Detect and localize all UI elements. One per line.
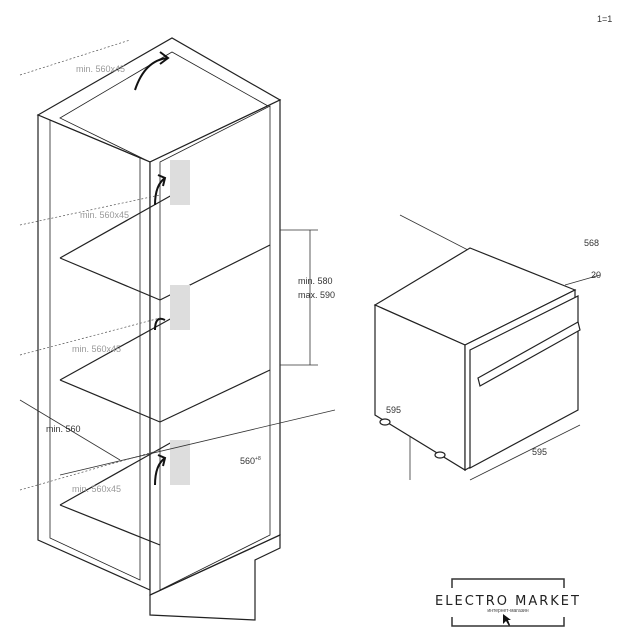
oven-height: 595 — [386, 405, 401, 415]
airflow-arrows — [134, 51, 170, 486]
vent-gaps — [170, 160, 190, 485]
cursor-icon — [503, 614, 511, 626]
vent-label: min. 560x45 — [72, 344, 121, 354]
vent-label: min. 560x45 — [76, 64, 125, 74]
vent-label: min. 560x45 — [80, 210, 129, 220]
oven-depth: 568 — [584, 238, 599, 248]
door-thickness: 20 — [591, 270, 601, 280]
electro-market-logo: ELECTRO MARKET интернет-магазин — [435, 578, 581, 627]
niche-height-max: max. 590 — [298, 290, 335, 300]
niche-depth: 560+8 — [240, 456, 261, 466]
cabinet — [36, 37, 282, 621]
scale-label: 1=1 — [597, 14, 612, 24]
vent-label: min. 560x45 — [72, 484, 121, 494]
logo-tagline: интернет-магазин — [487, 608, 528, 614]
niche-height-min: min. 580 — [298, 276, 333, 286]
oven-width: 595 — [532, 447, 547, 457]
oven — [373, 247, 581, 472]
niche-width: min. 560 — [46, 424, 81, 434]
logo-text: ELECTRO MARKET — [435, 594, 581, 609]
